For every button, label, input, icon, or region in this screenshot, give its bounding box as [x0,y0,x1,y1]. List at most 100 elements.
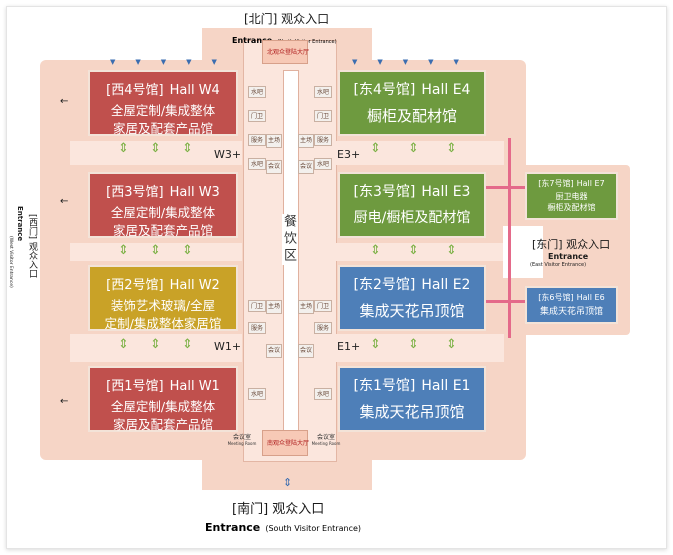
meeting-room-sw: 会议室 Meeting Room [222,432,262,452]
hall-e7-desc-2: 橱柜及配材馆 [547,203,596,212]
room-water-se: 水吧 [314,388,332,400]
meeting-room-sw-en: Meeting Room [227,441,257,446]
hall-w3-desc-2: 家居及配套产品馆 [112,223,213,238]
room-toilet-se: 门卫 [314,300,332,312]
hall-e4-desc-1: 橱柜及配材馆 [366,107,457,125]
meeting-room-se-en: Meeting Room [311,441,341,446]
south-entrance-cn: [南门] 观众入口 [232,502,325,517]
walkway-arrow-e3-2: ⇕ [408,243,419,258]
north-markers: ▼▼▼▼▼ [110,58,237,66]
room-water-nw: 水吧 [248,86,266,98]
walkway-arrow-w4-2: ⇕ [150,141,161,156]
link-vertical [508,138,511,338]
walkway-arrow-e4-3: ⇕ [446,141,457,156]
hall-e6-title: [东6号馆]Hall E6 [527,292,616,303]
meeting-room-sw-cn: 会议室 [232,434,251,441]
hall-e4-title: [东4号馆]Hall E4 [340,79,484,99]
room-meeting-nw: 会议 [266,160,282,174]
hall-e1-title-cn: [东1号馆] [353,378,416,394]
walkway-arrow-e2-1: ⇕ [370,337,381,352]
walkway-arrow-w2-1: ⇕ [118,337,129,352]
hall-e7[interactable]: [东7号馆]Hall E7 厨卫电器 橱柜及配材馆 [525,172,618,220]
hall-e2-title-en: Hall E2 [421,277,471,293]
hall-e2[interactable]: [东2号馆]Hall E2 集成天花吊顶馆 [338,265,486,331]
corridor-w1 [70,334,242,362]
hall-e3-title-en: Hall E3 [421,184,471,200]
room-service-sw: 服务 [248,322,266,334]
south-entrance-en: Entrance [205,521,261,534]
south-arrow: ⇕ [283,476,293,489]
hall-e1[interactable]: [东1号馆] Hall E1 集成天花吊顶馆 [338,366,486,432]
room-service-se: 服务 [314,322,332,334]
hall-e6[interactable]: [东6号馆]Hall E6 集成天花吊顶馆 [525,286,618,324]
west-entrance-en-sub: (West Visitor Entrance) [8,236,13,288]
east-entrance-en: Entrance [548,252,589,261]
hall-w4-desc-2: 家居及配套产品馆 [112,121,213,136]
hall-e3-title-cn: [东3号馆] [353,184,416,200]
north-lobby-label: 北观众登陆大厅 [267,49,310,56]
hall-w2-title: [西2号馆]Hall W2 [90,274,236,293]
hall-w3-title-cn: [西3号馆] [106,185,164,200]
hall-e3[interactable]: [东3号馆]Hall E3 厨电/橱柜及配材馆 [338,172,486,238]
walkway-arrow-e2-2: ⇕ [408,337,419,352]
west-exit-arrow-1: ← [60,96,69,107]
room-toilet-ne: 门卫 [314,110,332,122]
hall-e2-desc-1: 集成天花吊顶馆 [359,302,465,320]
walkway-arrow-e3-3: ⇕ [446,243,457,258]
west-exit-arrow-3: ← [60,196,69,207]
room-meeting-sw: 会议 [266,344,282,358]
hall-e1-desc-1: 集成天花吊顶馆 [359,403,465,421]
hall-w3[interactable]: [西3号馆]Hall W3 全屋定制/集成整体 家居及配套产品馆 [88,172,238,238]
hall-w2-desc-2: 定制/集成整体家居馆 [104,316,222,331]
meeting-room-se: 会议室 Meeting Room [306,432,346,452]
hall-w2-desc-1: 装饰艺术玻璃/全屋 [110,298,216,313]
hall-w4-title: [西4号馆]Hall W4 [90,79,236,98]
room-toilet-nw: 门卫 [248,110,266,122]
connector-e3: E3+ [337,148,361,161]
west-entrance-cn: [西门] 观众入口 [27,214,37,278]
hall-e3-title: [东3号馆] Hall E3 [340,181,484,201]
east-entrance-en-sub: (East Visitor Entrance) [530,262,587,268]
hall-w1-desc-2: 家居及配套产品馆 [112,417,213,432]
north-markers-east: ▼▼▼▼▼ [352,58,479,66]
corridor-w2 [70,243,242,261]
hall-e6-desc-1: 集成天花吊顶馆 [539,307,603,317]
connector-w3: W3+ [214,148,242,161]
hall-w4[interactable]: [西4号馆]Hall W4 全屋定制/集成整体 家居及配套产品馆 [88,70,238,136]
walkway-arrow-w4-1: ⇕ [118,141,129,156]
north-lobby [262,40,308,64]
walkway-arrow-w3-3: ⇕ [182,243,193,258]
room-meeting-se: 会议 [298,344,314,358]
hall-w1-title-cn: [西1号馆] [106,379,164,394]
room-main-ne: 主场 [298,134,314,148]
room-meeting-ne: 会议 [298,160,314,174]
walkway-arrow-w2-2: ⇕ [150,337,161,352]
corridor-e3 [336,141,504,165]
room-main-sw: 主场 [266,300,282,314]
hall-w1[interactable]: [西1号馆]Hall W1 全屋定制/集成整体 家居及配套产品馆 [88,366,238,432]
walkway-arrow-w2-3: ⇕ [182,337,193,352]
hall-e2-title: [东2号馆]Hall E2 [340,274,484,294]
corridor-e2 [336,243,504,261]
hall-w1-desc-1: 全屋定制/集成整体 [110,399,216,414]
hall-e4[interactable]: [东4号馆]Hall E4 橱柜及配材馆 [338,70,486,136]
walkway-arrow-e3-1: ⇕ [370,243,381,258]
walkway-arrow-w3-1: ⇕ [118,243,129,258]
south-lobby [262,430,308,456]
connector-w1: W1+ [214,340,242,353]
south-lobby-label: 南观众登陆大厅 [267,440,310,447]
west-wing [40,196,70,306]
hall-w2-title-cn: [西2号馆] [106,278,164,293]
hall-e6-title-cn: [东6号馆] [538,293,574,302]
south-entrance-en-sub: (South Visitor Entrance) [265,524,362,533]
room-water-ne: 水吧 [314,86,332,98]
hall-e7-desc-1: 厨卫电器 [555,192,588,201]
hall-e7-title-en: Hall E7 [576,179,605,188]
hall-e1-title-en: Hall E1 [421,378,471,394]
hall-w2[interactable]: [西2号馆]Hall W2 装饰艺术玻璃/全屋 定制/集成整体家居馆 [88,265,238,331]
west-entrance: [西门] 观众入口 Entrance (West Visitor Entranc… [8,206,38,306]
hall-w3-title: [西3号馆]Hall W3 [90,181,236,200]
walkway-arrow-w3-2: ⇕ [150,243,161,258]
hall-w4-title-cn: [西4号馆] [106,83,164,98]
room-toilet-sw: 门卫 [248,300,266,312]
